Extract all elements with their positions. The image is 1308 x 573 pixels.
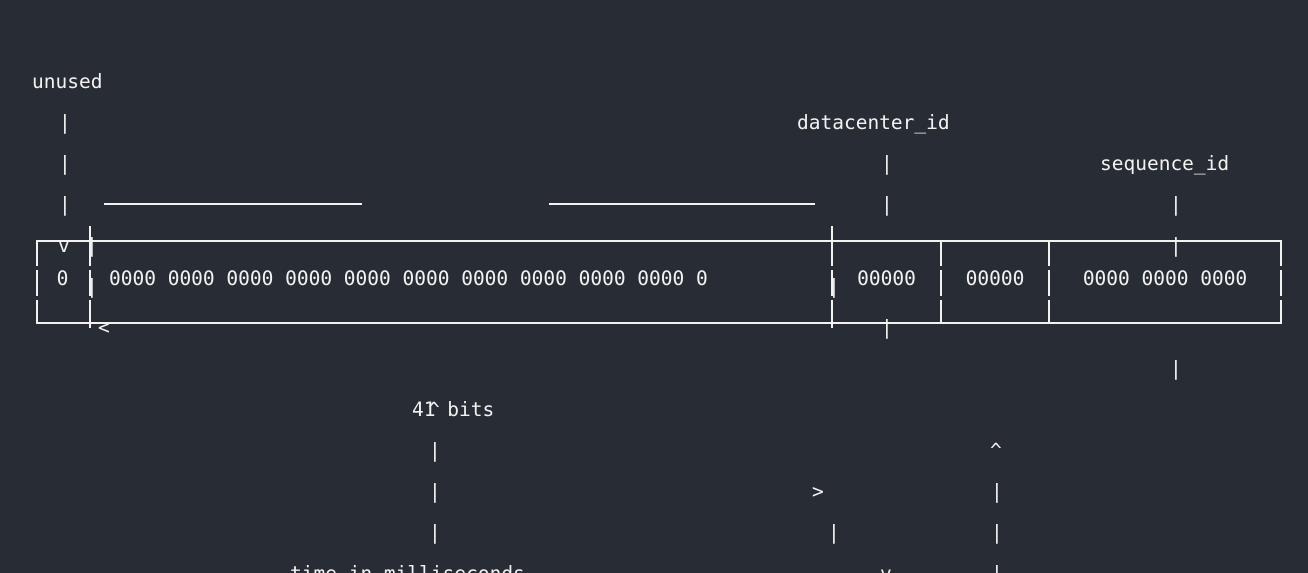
separator-unused-timestamp (89, 226, 91, 266)
timestamp-span-right-upright: | (828, 275, 840, 298)
datacenter-arrow-head-icon: v (880, 553, 892, 573)
datacenter-leader-segment: | (881, 193, 893, 216)
timestamp-span-left-upright: | (86, 234, 98, 257)
top-label-row: unused datacenter_id sequence_id (0, 20, 1308, 175)
box-right-border-top (1280, 242, 1282, 266)
span-bits-label: 41 bits (412, 398, 495, 421)
span-line-right (549, 203, 815, 205)
sequence-leader-segment: | (1170, 193, 1182, 216)
separator-worker-sequence (1048, 300, 1050, 322)
datacenter-leader-segment: | (881, 152, 893, 175)
arrow-right-head-icon: > (812, 480, 824, 503)
box-right-border-mid (1280, 270, 1282, 296)
separator-worker-sequence (1048, 242, 1050, 266)
sequence-leader-segment: | (1170, 357, 1182, 380)
separator-worker-sequence (1048, 270, 1050, 296)
arrow-left-head-icon: < (98, 316, 110, 339)
worker-leader-segment: | (991, 480, 1003, 503)
separator-datacenter-worker (940, 242, 942, 266)
timestamp-leader-segment: | (429, 439, 441, 462)
label-unused: unused (32, 70, 103, 93)
bottom-leader-row-1: | | (0, 389, 1308, 503)
sequence-leader-segment: | (1170, 234, 1182, 257)
timestamp-up-arrow-head-icon: ^ (428, 398, 440, 421)
box-left-border-bottom (36, 300, 38, 322)
separator-datacenter-worker (940, 300, 942, 322)
bit-value-timestamp: 0000 0000 0000 0000 0000 0000 0000 0000 … (109, 267, 708, 290)
label-time-in-milliseconds: time in milliseconds (290, 553, 525, 573)
box-left-border-mid (36, 270, 38, 296)
unused-arrow-head-icon: v (58, 234, 70, 257)
leader-row-2: | | | (0, 102, 1308, 257)
leader-row-3: | | | | | (0, 143, 1308, 380)
bit-value-sequence-id: 0000 0000 0000 (1082, 267, 1248, 290)
bottom-label-row: time in milliseconds worker_id (0, 512, 1308, 573)
bottom-leader-row-3: | | (0, 471, 1308, 573)
timestamp-span-right-upright: | (828, 521, 840, 544)
datacenter-leader-segment: | (881, 316, 893, 339)
box-bottom-border (36, 322, 1282, 324)
bit-value-worker-id: 00000 (965, 267, 1025, 290)
separator-datacenter-worker (940, 270, 942, 296)
bit-value-unused: 0 (56, 267, 69, 290)
box-right-border-bottom (1280, 300, 1282, 322)
worker-leader-segment: | (991, 553, 1003, 573)
label-sequence-id: sequence_id (1100, 152, 1230, 175)
unused-leader-segment: | (59, 111, 71, 134)
timestamp-leader-segment: | (429, 480, 441, 503)
worker-up-arrow-head-icon: ^ (990, 439, 1002, 462)
bit-value-datacenter-id: 00000 (857, 267, 916, 290)
leader-row-1: | | | (0, 61, 1308, 216)
worker-leader-segment: | (991, 521, 1003, 544)
unused-leader-segment: | (59, 152, 71, 175)
bit-field-box: 0 0000 0000 0000 0000 0000 0000 0000 000… (36, 226, 1282, 328)
separator-timestamp-datacenter (831, 300, 833, 328)
separator-timestamp-datacenter (831, 226, 833, 266)
timestamp-span-left-upright: | (86, 275, 98, 298)
separator-timestamp-datacenter (831, 270, 833, 296)
span-line-left (104, 203, 362, 205)
label-datacenter-id: datacenter_id (797, 111, 950, 134)
separator-unused-timestamp (89, 270, 91, 296)
bottom-arrowhead-row: ^ ^ (0, 348, 1308, 462)
span-measure-row: v | < 41 bits > | v v (0, 184, 1308, 573)
box-left-border-top (36, 242, 38, 266)
timestamp-leader-segment: | (429, 521, 441, 544)
unused-leader-segment: | (59, 193, 71, 216)
bottom-leader-row-2: | | (0, 430, 1308, 544)
box-top-border (36, 240, 1282, 242)
separator-unused-timestamp (89, 300, 91, 328)
